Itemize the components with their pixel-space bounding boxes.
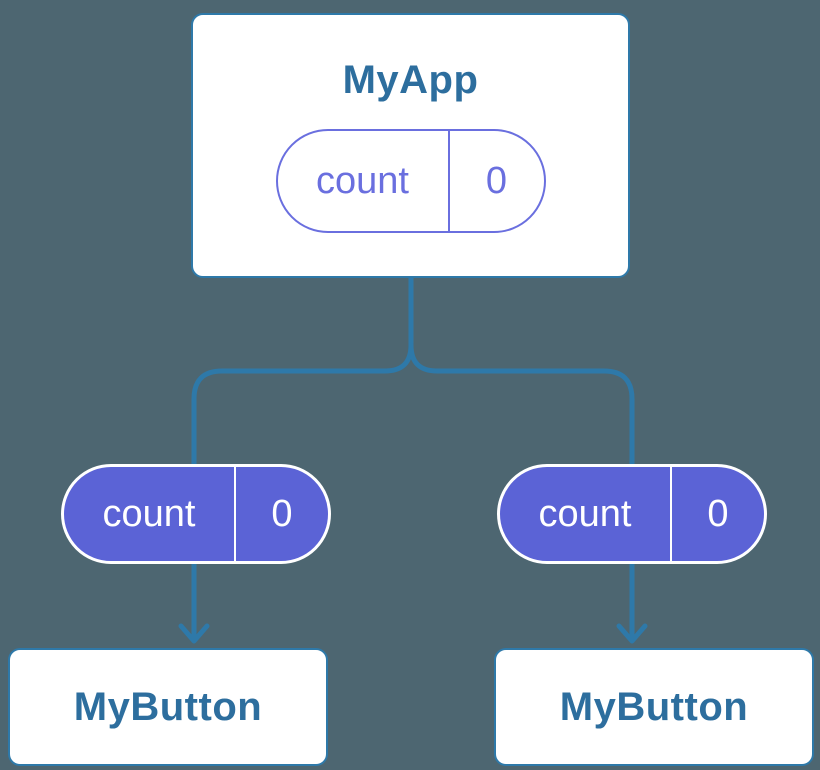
state-pill-left: count 0	[61, 464, 331, 564]
component-card-mybutton-right: MyButton	[494, 648, 814, 766]
state-pill-right: count 0	[497, 464, 767, 564]
arrowhead-left-icon	[178, 623, 210, 644]
state-label: count	[538, 492, 632, 535]
arrowhead-right-icon	[616, 623, 648, 644]
component-title: MyApp	[342, 58, 479, 102]
state-value: 0	[234, 467, 328, 561]
branch-connector-right	[408, 342, 635, 641]
state-value: 0	[670, 467, 764, 561]
component-card-myapp: MyApp count 0	[191, 13, 630, 278]
component-title: MyButton	[559, 685, 749, 729]
state-pill-root: count 0	[275, 129, 546, 233]
component-card-mybutton-left: MyButton	[8, 648, 328, 766]
component-title: MyButton	[73, 685, 263, 729]
state-value: 0	[447, 131, 544, 231]
branch-connector-left	[191, 275, 414, 641]
state-label: count	[316, 159, 409, 202]
state-label: count	[102, 492, 196, 535]
